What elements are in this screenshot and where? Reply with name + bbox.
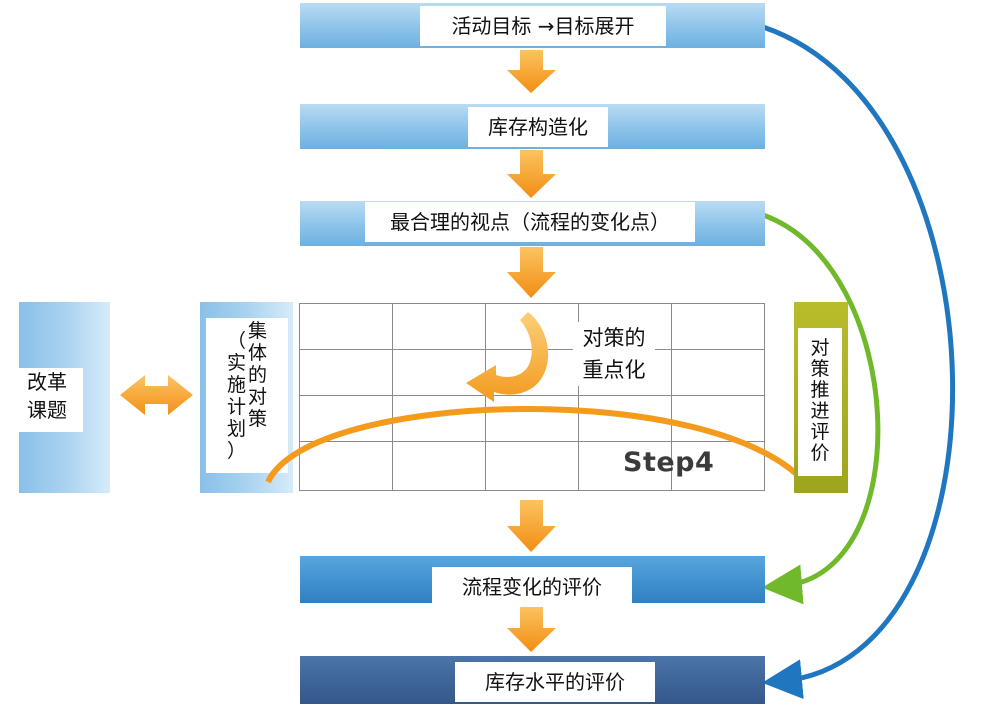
measures-focus-line2: 重点化	[582, 358, 646, 382]
measures-focus-line1: 对策的	[582, 326, 646, 350]
reform-topic-label: 改革 课题	[11, 368, 83, 432]
down-arrow	[507, 500, 556, 552]
down-arrow	[507, 150, 556, 198]
measures-grid	[299, 303, 765, 491]
step-label: Step4	[623, 447, 715, 478]
flow-label-inventory-structure: 库存构造化	[468, 107, 608, 147]
measures-focus-label: 对策的 重点化	[573, 322, 655, 386]
flow-label-rational-view: 最合理的视点（流程的变化点）	[365, 202, 695, 242]
focus-curl-arrow	[466, 312, 549, 402]
collective-measures-label: （ 实 施 计 划 ） 集 体 的 对 策	[206, 318, 288, 473]
reform-topic-line1: 改革	[27, 370, 67, 394]
blue-feedback-arrow	[762, 24, 956, 700]
down-arrow	[507, 50, 556, 93]
flow-label-inventory-eval: 库存水平的评价	[455, 662, 655, 702]
flow-label-goal: 活动目标 →目标展开	[420, 6, 666, 46]
orange-arc	[265, 406, 811, 488]
down-arrow	[507, 247, 556, 298]
measures-eval-label: 对 策 推 进 评 价	[798, 328, 842, 476]
flow-label-process-eval: 流程变化的评价	[432, 567, 632, 607]
down-arrow	[507, 606, 556, 652]
reform-topic-line2: 课题	[27, 398, 67, 422]
green-feedback-arrow	[762, 212, 881, 605]
double-arrow	[120, 375, 193, 415]
